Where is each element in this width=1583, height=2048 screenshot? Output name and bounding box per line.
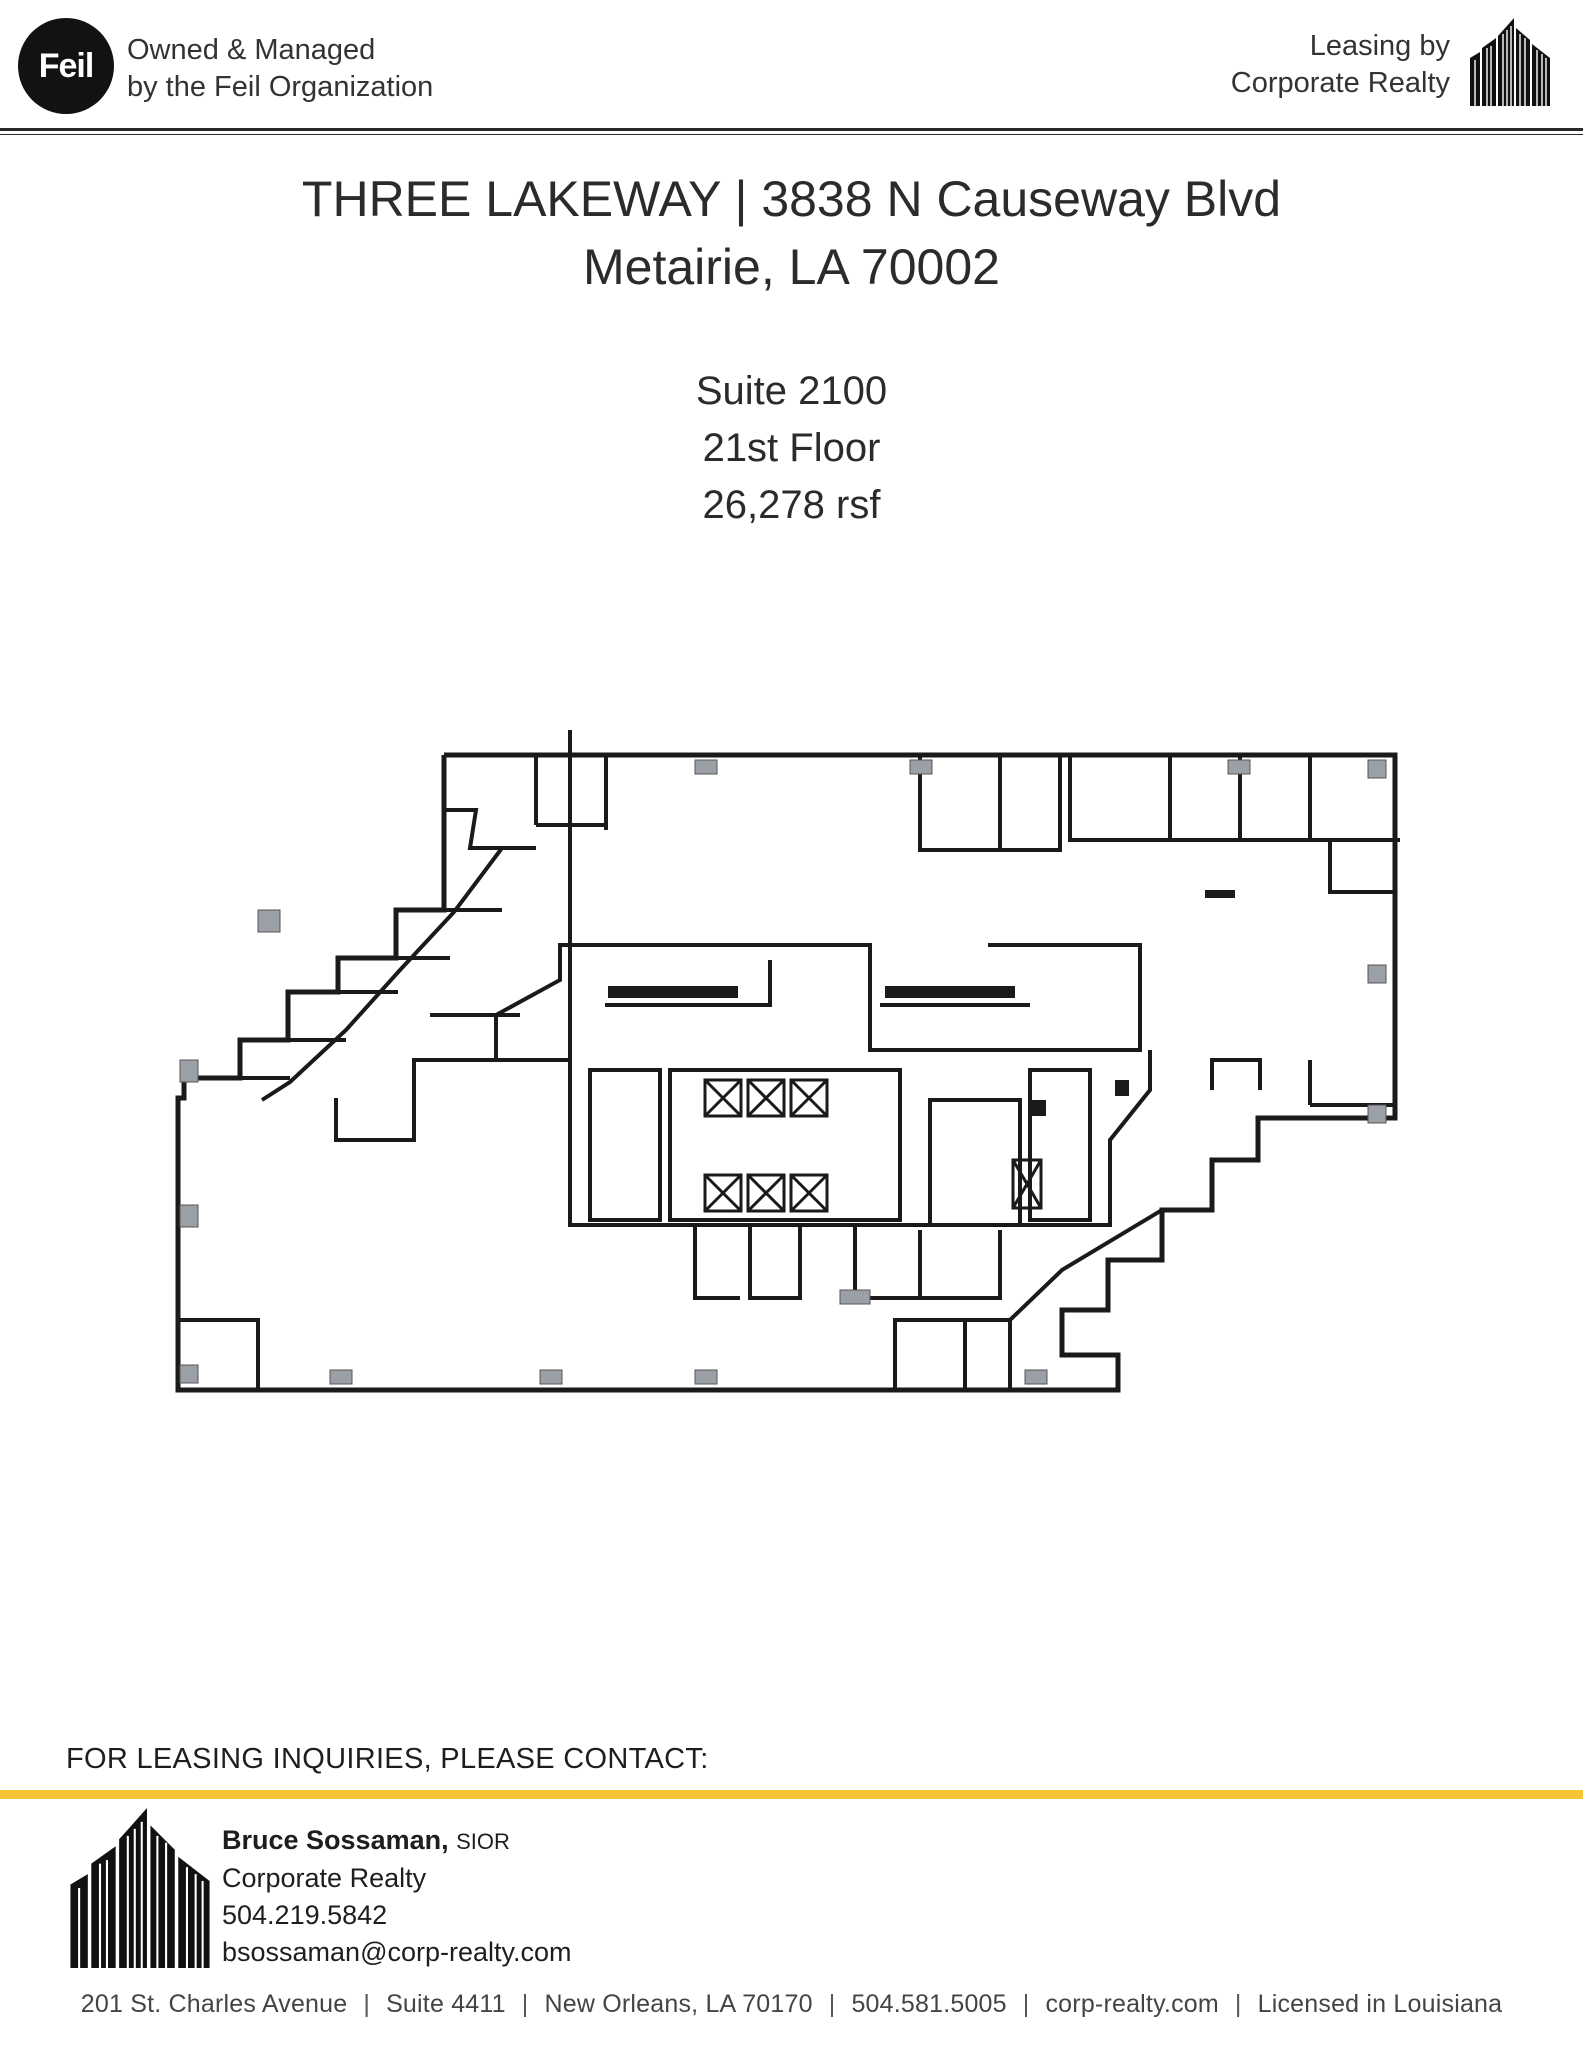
suite-floor: 21st Floor bbox=[702, 426, 881, 470]
header-rule-thin bbox=[0, 134, 1583, 135]
footer-suite: Suite 4411 bbox=[386, 1990, 506, 2018]
contact-email[interactable]: bsossaman@corp-realty.com bbox=[222, 1937, 572, 1967]
leasing-by-text: Leasing by Corporate Realty bbox=[1231, 28, 1450, 102]
contact-company: Corporate Realty bbox=[222, 1863, 427, 1893]
corporate-realty-logo-icon bbox=[70, 1808, 210, 1968]
property-title: THREE LAKEWAY | 3838 N Causeway Blvd bbox=[301, 171, 1282, 227]
feil-logo-text: Feil bbox=[38, 46, 95, 85]
owned-line1: Owned & Managed bbox=[127, 34, 376, 66]
floor-plan-drawing bbox=[175, 730, 1400, 1393]
contact-name: Bruce Sossaman, bbox=[222, 1825, 449, 1855]
contact-name-line: Bruce Sossaman, SIOR bbox=[222, 1822, 572, 1860]
owned-line2: by the Feil Organization bbox=[127, 71, 434, 103]
leasing-line2: Corporate Realty bbox=[1230, 67, 1450, 99]
footer: 201 St. Charles Avenue|Suite 4411|New Or… bbox=[80, 1990, 1503, 2018]
contact-card: Bruce Sossaman, SIOR Corporate Realty 50… bbox=[222, 1822, 572, 1971]
owned-managed-text: Owned & Managed by the Feil Organization bbox=[127, 32, 433, 106]
contact-heading: FOR LEASING INQUIRIES, PLEASE CONTACT: bbox=[66, 1743, 709, 1775]
footer-address: 201 St. Charles Avenue bbox=[80, 1990, 348, 2018]
accent-rule bbox=[0, 1790, 1583, 1799]
leasing-line1: Leasing by bbox=[1309, 30, 1450, 62]
footer-license: Licensed in Louisiana bbox=[1257, 1990, 1503, 2018]
property-city: Metairie, LA 70002 bbox=[583, 239, 1000, 295]
contact-credential: SIOR bbox=[456, 1829, 510, 1854]
feil-logo: Feil bbox=[18, 18, 114, 114]
footer-phone[interactable]: 504.581.5005 bbox=[851, 1990, 1007, 2018]
corporate-realty-logo-icon bbox=[1470, 18, 1550, 106]
footer-website[interactable]: corp-realty.com bbox=[1045, 1990, 1219, 2018]
suite-number: Suite 2100 bbox=[695, 369, 888, 413]
suite-area: 26,278 rsf bbox=[702, 483, 881, 527]
header-rule bbox=[0, 128, 1583, 131]
footer-city: New Orleans, LA 70170 bbox=[544, 1990, 813, 2018]
contact-phone[interactable]: 504.219.5842 bbox=[222, 1900, 388, 1930]
